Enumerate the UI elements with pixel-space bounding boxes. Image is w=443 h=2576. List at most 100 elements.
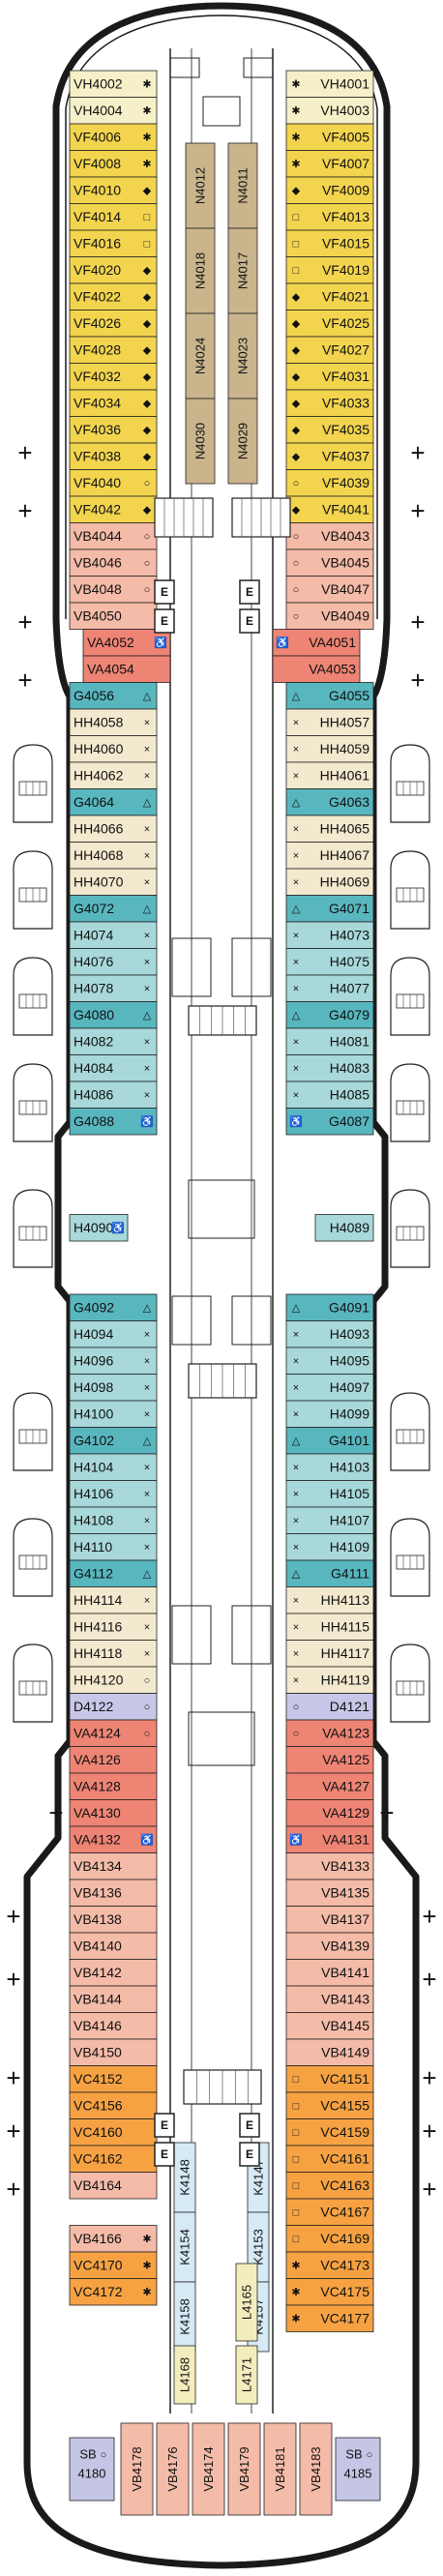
cabin-cell[interactable] <box>285 2198 374 2226</box>
cabin-cell[interactable] <box>285 2225 374 2253</box>
cabin-H4094[interactable]: H4094× <box>69 1320 158 1348</box>
cabin-cell[interactable] <box>69 1533 158 1561</box>
cabin-cell[interactable] <box>69 1693 158 1721</box>
cabin-cell[interactable] <box>285 150 374 178</box>
cabin-cell[interactable] <box>69 1374 158 1402</box>
cabin-VF4019[interactable]: VF4019□ <box>285 256 374 284</box>
cabin-cell[interactable] <box>69 2145 158 2173</box>
cabin-VB4144[interactable]: VB4144 <box>69 1985 158 2013</box>
cabin-VB4048[interactable]: VB4048○ <box>69 576 158 604</box>
cabin-cell[interactable] <box>285 1559 374 1587</box>
cabin-VC4160[interactable]: VC4160 <box>69 2118 158 2147</box>
cabin-VB4174[interactable]: VB4174 <box>192 2422 225 2516</box>
cabin-cell[interactable] <box>69 442 158 470</box>
cabin-VF4022[interactable]: VF4022◆ <box>69 282 158 311</box>
cabin-cell[interactable] <box>69 469 158 497</box>
cabin-H4110[interactable]: H4110× <box>69 1533 158 1561</box>
cabin-HH4069[interactable]: HH4069× <box>285 868 374 896</box>
cabin-VC4152[interactable]: VC4152 <box>69 2065 158 2093</box>
cabin-HH4059[interactable]: HH4059× <box>285 735 374 763</box>
cabin-G4072[interactable]: G4072△ <box>69 895 158 923</box>
cabin-cell[interactable] <box>69 1293 158 1321</box>
cabin-cell[interactable] <box>285 1799 374 1827</box>
cabin-H4104[interactable]: H4104× <box>69 1453 158 1481</box>
cabin-D4121[interactable]: D4121○ <box>285 1693 374 1721</box>
cabin-cell[interactable] <box>285 1852 374 1880</box>
cabin-H4077[interactable]: H4077× <box>285 974 374 1002</box>
cabin-HH4065[interactable]: HH4065× <box>285 814 374 843</box>
cabin-VB4183[interactable]: VB4183 <box>299 2422 333 2516</box>
cabin-cell[interactable] <box>69 2012 158 2040</box>
cabin-VB4179[interactable]: VB4179 <box>227 2422 261 2516</box>
cabin-VC4167[interactable]: VC4167□ <box>285 2198 374 2226</box>
cabin-cell[interactable] <box>69 1480 158 1508</box>
cabin-cell[interactable] <box>69 2038 158 2066</box>
cabin-cell[interactable] <box>285 1081 374 1109</box>
cabin-SB4185[interactable]: SB○4185 <box>335 2437 381 2502</box>
cabin-cell[interactable] <box>285 176 374 204</box>
cabin-cell[interactable] <box>69 70 158 98</box>
cabin-cell[interactable] <box>272 655 361 683</box>
cabin-cell[interactable] <box>285 282 374 311</box>
cabin-cell[interactable] <box>285 1693 374 1721</box>
cabin-cell[interactable] <box>69 708 158 736</box>
cabin-cell[interactable] <box>285 123 374 151</box>
cabin-G4055[interactable]: G4055△ <box>285 682 374 710</box>
cabin-cell[interactable] <box>235 2345 258 2405</box>
cabin-cell[interactable] <box>285 1586 374 1614</box>
cabin-VB4150[interactable]: VB4150 <box>69 2038 158 2066</box>
cabin-H4089[interactable]: H4089 <box>314 1214 374 1242</box>
cabin-K4148[interactable]: K4148 <box>173 2142 196 2213</box>
cabin-cell[interactable] <box>69 761 158 789</box>
cabin-cell[interactable] <box>69 868 158 896</box>
cabin-VF4034[interactable]: VF4034◆ <box>69 389 158 417</box>
cabin-cell[interactable] <box>69 522 158 550</box>
cabin-VF4039[interactable]: VF4039○ <box>285 469 374 497</box>
cabin-HH4117[interactable]: HH4117× <box>285 1640 374 1668</box>
cabin-VB4137[interactable]: VB4137 <box>285 1906 374 1934</box>
cabin-HH4118[interactable]: HH4118× <box>69 1640 158 1668</box>
cabin-cell[interactable] <box>69 176 158 204</box>
cabin-VA4129[interactable]: VA4129 <box>285 1799 374 1827</box>
cabin-cell[interactable] <box>69 1772 158 1800</box>
cabin-G4080[interactable]: G4080△ <box>69 1001 158 1029</box>
cabin-HH4057[interactable]: HH4057× <box>285 708 374 736</box>
cabin-VF4010[interactable]: VF4010◆ <box>69 176 158 204</box>
cabin-VA4128[interactable]: VA4128 <box>69 1772 158 1800</box>
cabin-VB4049[interactable]: VB4049○ <box>285 602 374 630</box>
cabin-VF4016[interactable]: VF4016□ <box>69 229 158 257</box>
cabin-VB4143[interactable]: VB4143 <box>285 1985 374 2013</box>
cabin-N4011[interactable]: N4011 <box>227 142 258 229</box>
cabin-HH4120[interactable]: HH4120○ <box>69 1666 158 1694</box>
cabin-VF4027[interactable]: VF4027◆ <box>285 336 374 364</box>
cabin-VB4050[interactable]: VB4050 <box>69 602 158 630</box>
cabin-H4098[interactable]: H4098× <box>69 1374 158 1402</box>
cabin-H4075[interactable]: H4075× <box>285 948 374 976</box>
cabin-cell[interactable] <box>185 312 216 400</box>
cabin-cell[interactable] <box>69 2225 158 2253</box>
cabin-HH4062[interactable]: HH4062× <box>69 761 158 789</box>
cabin-VH4002[interactable]: VH4002✱ <box>69 70 158 98</box>
cabin-G4056[interactable]: G4056△ <box>69 682 158 710</box>
cabin-VA4053[interactable]: VA4053 <box>272 655 361 683</box>
cabin-cell[interactable] <box>263 2422 297 2516</box>
cabin-cell[interactable] <box>69 2091 158 2119</box>
cabin-VB4135[interactable]: VB4135 <box>285 1879 374 1907</box>
cabin-cell[interactable] <box>285 1320 374 1348</box>
cabin-VF4028[interactable]: VF4028◆ <box>69 336 158 364</box>
cabin-cell[interactable] <box>69 2251 158 2279</box>
cabin-cell[interactable] <box>69 948 158 976</box>
cabin-cell[interactable] <box>314 1214 374 1242</box>
cabin-VH4003[interactable]: VH4003✱ <box>285 97 374 125</box>
cabin-VF4038[interactable]: VF4038◆ <box>69 442 158 470</box>
cabin-cell[interactable] <box>285 788 374 816</box>
cabin-cell[interactable] <box>69 1932 158 1960</box>
cabin-VA4123[interactable]: VA4123○ <box>285 1719 374 1747</box>
cabin-VB4178[interactable]: VB4178 <box>120 2422 154 2516</box>
cabin-cell[interactable] <box>285 576 374 604</box>
cabin-VB4140[interactable]: VB4140 <box>69 1932 158 1960</box>
cabin-HH4070[interactable]: HH4070× <box>69 868 158 896</box>
cabin-VF4013[interactable]: VF4013□ <box>285 203 374 231</box>
cabin-cell[interactable] <box>285 1533 374 1561</box>
cabin-VF4021[interactable]: VF4021◆ <box>285 282 374 311</box>
